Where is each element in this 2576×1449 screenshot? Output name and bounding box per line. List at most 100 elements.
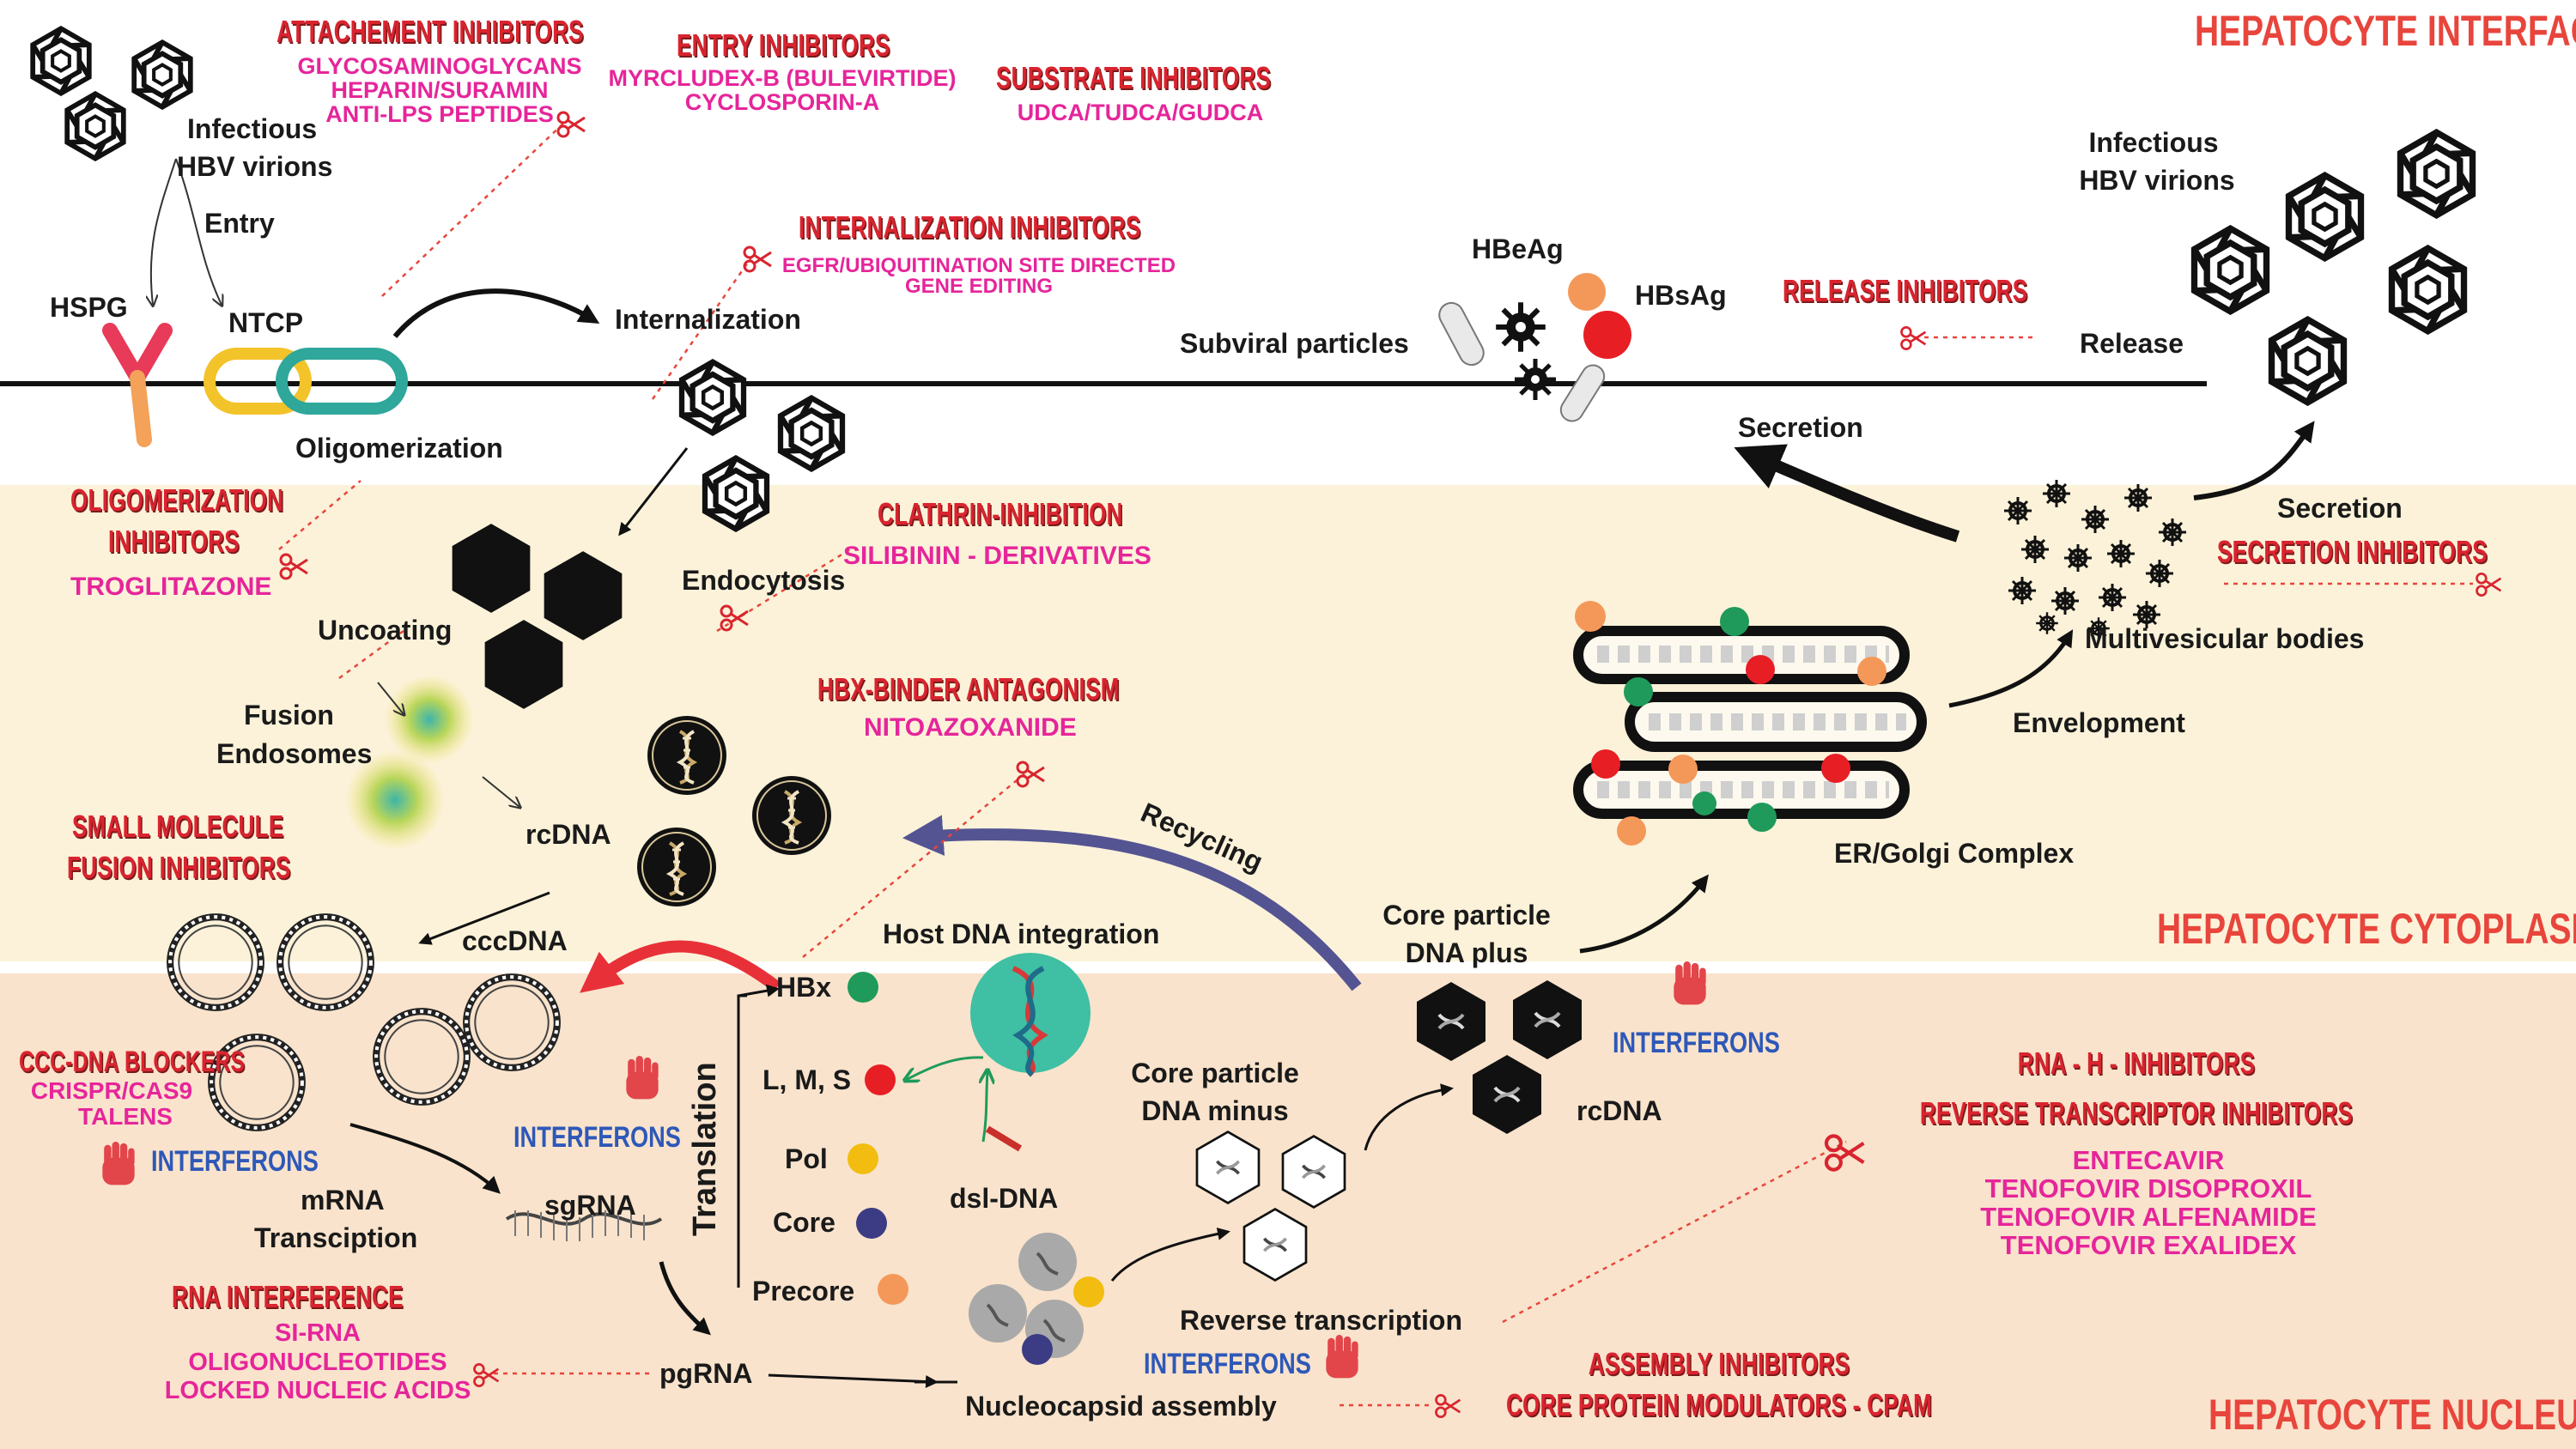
internalization-inhibitors-title: INTERNALIZATION INHIBITORS bbox=[799, 209, 1141, 245]
capsid-hexagon-icon bbox=[484, 620, 563, 709]
subviral-particles-label: Subviral particles bbox=[1180, 328, 1409, 359]
cccdna-blockers-title: CCC-DNA BLOCKERS bbox=[19, 1046, 246, 1078]
stop-hand-icon bbox=[626, 1056, 659, 1100]
pol-label: Pol bbox=[785, 1143, 828, 1174]
entry-drug-2: CYCLOSPORIN-A bbox=[684, 89, 880, 115]
mrna-label: mRNA bbox=[301, 1185, 385, 1216]
core-particle-minus-line2: DNA minus bbox=[1141, 1095, 1289, 1126]
scissors-icon bbox=[1435, 1394, 1461, 1418]
translation-label: Translation bbox=[687, 1062, 723, 1236]
dna-helix-icon bbox=[750, 774, 833, 857]
cccdna-ring-icon bbox=[280, 917, 371, 1008]
oligomerization-drug-1: TROGLITAZONE bbox=[70, 573, 272, 601]
precore-label: Precore bbox=[752, 1276, 855, 1307]
multivesicular-bodies-label: Multivesicular bodies bbox=[2085, 623, 2365, 654]
capsid-hexagon-icon bbox=[452, 524, 531, 613]
multivesicular-body-icon bbox=[2002, 478, 2188, 641]
core-particle-minus-line1: Core particle bbox=[1131, 1058, 1299, 1088]
release-label: Release bbox=[2080, 328, 2184, 359]
cccdna-ring-icon bbox=[466, 977, 557, 1068]
scissors-icon bbox=[279, 553, 309, 580]
hbv-virion-icon bbox=[2289, 175, 2361, 258]
nucleocapsid-assembly-label: Nucleocapsid assembly bbox=[965, 1391, 1277, 1422]
internalization-drug-2: GENE EDITING bbox=[904, 275, 1054, 298]
hbv-virion-icon bbox=[781, 398, 842, 470]
entry-inhibitors-title: ENTRY INHIBITORS bbox=[677, 27, 890, 63]
rnah-drug-4: TENOFOVIR EXALIDEX bbox=[2000, 1230, 2297, 1260]
sgrna-label: sgRNA bbox=[544, 1190, 636, 1221]
nucleus-zone bbox=[0, 973, 2576, 1449]
hbv-virion-icon bbox=[134, 42, 191, 106]
stop-hand-icon bbox=[102, 1142, 135, 1185]
scissors-icon bbox=[720, 604, 750, 632]
zone-label-nucleus: HEPATOCYTE NUCLEUS bbox=[2208, 1391, 2576, 1439]
assembly-inhibitors-title-1: ASSEMBLY INHIBITORS bbox=[1588, 1346, 1850, 1381]
scissors-icon bbox=[1826, 1136, 1863, 1169]
cccdna-label: cccDNA bbox=[462, 925, 568, 956]
hbeag-label: HBeAg bbox=[1472, 233, 1564, 264]
zone-label-cytoplasm: HEPATOCYTE CYTOPLASM bbox=[2157, 905, 2576, 953]
secretion-left-label: Secretion bbox=[1738, 412, 1863, 443]
endocytosis-label: Endocytosis bbox=[682, 565, 846, 596]
interferons-label-1: INTERFERONS bbox=[151, 1145, 319, 1178]
attachment-drug-3: ANTI-LPS PEPTIDES bbox=[325, 101, 554, 127]
er-golgi-icon bbox=[1573, 601, 1927, 846]
attachment-inhibitors-title: ATTACHEMENT INHIBITORS bbox=[276, 14, 584, 49]
hbx-label: HBx bbox=[776, 972, 832, 1003]
dna-helix-icon bbox=[1415, 980, 1487, 1063]
envelopment-label: Envelopment bbox=[2013, 707, 2185, 738]
infectious-virions-left-line2: HBV virions bbox=[177, 151, 333, 182]
attachment-drug-1: GLYCOSAMINOGLYCANS bbox=[297, 53, 582, 79]
fusion-label: Fusion bbox=[244, 700, 334, 731]
assembly-inhibitors-title-2: CORE PROTEIN MODULATORS - CPAM bbox=[1505, 1387, 1933, 1422]
rcdna-cyto-label: rcDNA bbox=[526, 819, 611, 850]
rnah-inhibitors-title-2: REVERSE TRANSCRIPTOR INHIBITORS bbox=[1919, 1095, 2354, 1131]
hbv-virion-icon bbox=[2392, 248, 2464, 331]
secretion-right-label: Secretion bbox=[2277, 493, 2403, 524]
hspg-label: HSPG bbox=[50, 292, 128, 323]
stop-hand-icon bbox=[1674, 961, 1706, 1005]
scissors-icon bbox=[1016, 761, 1046, 788]
rcdna-nuc-label: rcDNA bbox=[1577, 1095, 1662, 1126]
dna-helix-icon bbox=[1242, 1207, 1308, 1282]
transcription-label: Transciption bbox=[254, 1222, 418, 1253]
interferons-label-2: INTERFERONS bbox=[513, 1121, 681, 1154]
attachment-drug-2: HEPARIN/SURAMIN bbox=[331, 77, 549, 103]
infectious-virions-right-line1: Infectious bbox=[2088, 127, 2219, 158]
clathrin-inhibition-title: CLATHRIN-INHIBITION bbox=[878, 496, 1123, 531]
cccdna-drug-1: CRISPR/CAS9 bbox=[30, 1077, 193, 1104]
interface-zone bbox=[0, 0, 2576, 485]
er-golgi-label: ER/Golgi Complex bbox=[1834, 838, 2075, 869]
hbv-virion-icon bbox=[705, 458, 767, 530]
hbv-virion-icon bbox=[67, 94, 124, 158]
clathrin-drug-1: SILIBININ - DERIVATIVES bbox=[843, 542, 1151, 570]
subviral-particles-icon bbox=[1438, 273, 1631, 422]
interferons-label-4: INTERFERONS bbox=[1144, 1348, 1311, 1380]
rna-interference-drug-1: SI-RNA bbox=[275, 1319, 361, 1347]
host-dna-integration-label: Host DNA integration bbox=[883, 919, 1160, 949]
hbv-virion-icon bbox=[2401, 132, 2473, 215]
core-particle-plus-line2: DNA plus bbox=[1405, 937, 1528, 968]
release-inhibitors-title: RELEASE INHIBITORS bbox=[1783, 273, 2028, 308]
uncoating-label: Uncoating bbox=[318, 615, 453, 646]
scissors-icon bbox=[1900, 326, 1927, 350]
scissors-icon bbox=[2476, 573, 2502, 597]
core-label: Core bbox=[773, 1207, 835, 1238]
substrate-drug-1: UDCA/TUDCA/GUDCA bbox=[1017, 100, 1264, 125]
hbx-binder-title: HBX-BINDER ANTAGONISM bbox=[817, 671, 1120, 706]
rnah-inhibitors-title-1: RNA - H - INHIBITORS bbox=[2017, 1046, 2256, 1081]
dna-helix-icon bbox=[1195, 1130, 1261, 1205]
substrate-inhibitors-title: SUBSTRATE INHIBITORS bbox=[996, 60, 1272, 95]
fusion-inhibitors-title-1: SMALL MOLECULE bbox=[72, 809, 284, 844]
reverse-transcription-label: Reverse transcription bbox=[1180, 1305, 1463, 1336]
endosomes-label: Endosomes bbox=[216, 738, 373, 769]
hbv-virion-icon bbox=[2272, 319, 2344, 403]
cccdna-ring-icon bbox=[170, 917, 261, 1008]
rna-interference-drug-2: OLIGONUCLEOTIDES bbox=[188, 1349, 447, 1376]
rnah-drug-3: TENOFOVIR ALFENAMIDE bbox=[1980, 1202, 2317, 1232]
dna-helix-icon bbox=[635, 826, 718, 908]
dna-helix-icon bbox=[646, 714, 728, 797]
hbv-virion-icon bbox=[2195, 228, 2267, 312]
lms-label: L, M, S bbox=[762, 1064, 852, 1095]
